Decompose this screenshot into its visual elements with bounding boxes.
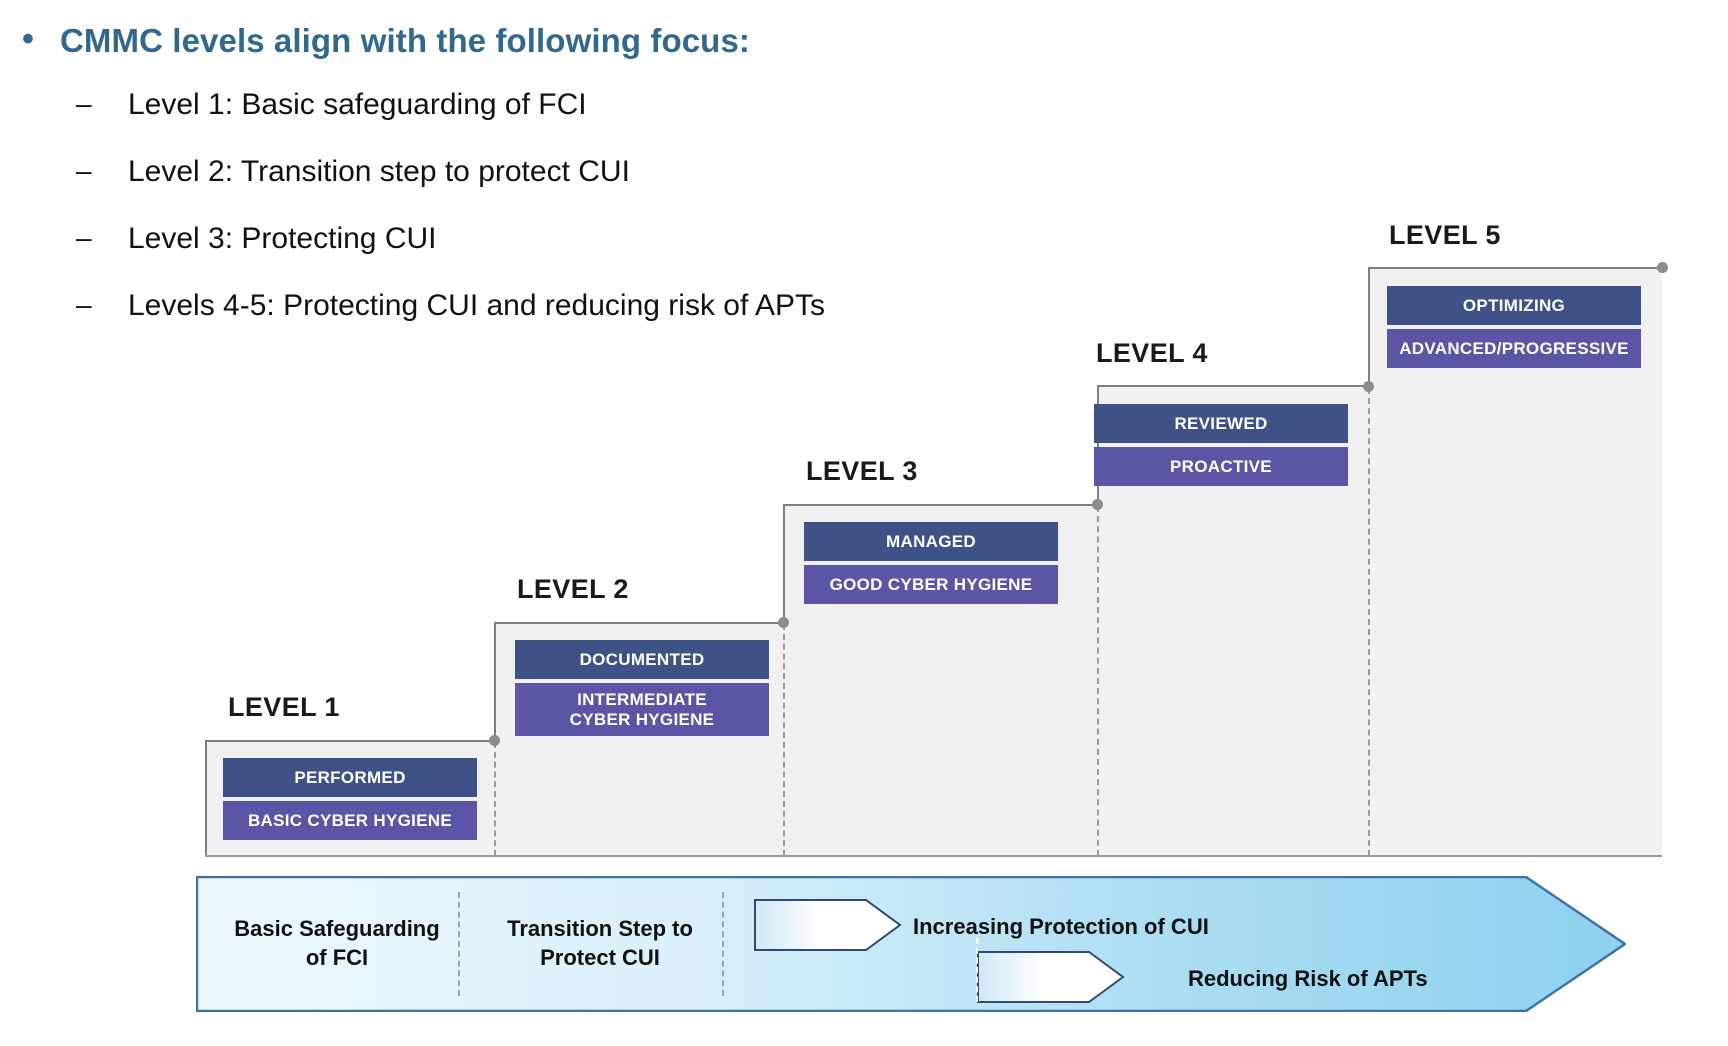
step-panel-level-3 [783,504,1099,856]
practice-bar-level-1: BASIC CYBER HYGIENE [223,801,477,840]
process-bar-level-1: PERFORMED [223,758,477,797]
practice-bar-level-5: ADVANCED/PROGRESSIVE [1387,329,1641,368]
sub-bullet-label-4: Levels 4-5: Protecting CUI and reducing … [128,289,826,322]
banner-cell-1: Basic Safeguarding of FCI [234,916,440,970]
process-bar-level-3: MANAGED [804,522,1058,561]
progression-banner: Basic Safeguarding of FCI Transition Ste… [196,876,1626,1012]
dash-marker-icon: – [76,155,92,186]
bullet-marker-icon: • [22,20,34,58]
column-divider-4-5 [1368,388,1370,856]
column-divider-3-4 [1097,506,1099,856]
sub-bullet-row-4: – Levels 4-5: Protecting CUI and reducin… [76,289,825,323]
level-label-5: LEVEL 5 [1389,220,1501,250]
practice-bar-level-3: GOOD CYBER HYGIENE [804,565,1058,604]
sub-bullet-label-2: Level 2: Transition step to protect CUI [128,155,630,188]
dash-marker-icon: – [76,289,92,320]
staircase-baseline [205,855,1662,857]
banner-cell-2: Transition Step to Protect CUI [507,916,693,970]
step-knob-5 [1657,262,1668,273]
sub-bullet-row-1: – Level 1: Basic safeguarding of FCI [76,88,587,122]
step-knob-1 [489,735,500,746]
banner-divider-1 [458,892,460,996]
banner-note-increasing-protection: Increasing Protection of CUI [913,914,1209,939]
page-title: CMMC levels align with the following foc… [60,22,750,59]
step-knob-3 [1092,499,1103,510]
banner-note-reducing-risk: Reducing Risk of APTs [1188,966,1428,991]
process-bar-level-4: REVIEWED [1094,404,1348,443]
banner-arrow-shape [196,876,1626,1012]
level-label-4: LEVEL 4 [1096,338,1208,368]
process-bar-level-5: OPTIMIZING [1387,286,1641,325]
sub-bullet-row-2: – Level 2: Transition step to protect CU… [76,155,630,189]
step-knob-2 [778,617,789,628]
level-label-1: LEVEL 1 [228,692,340,722]
sub-bullet-row-3: – Level 3: Protecting CUI [76,222,436,256]
column-divider-1-2 [494,742,496,856]
level-label-2: LEVEL 2 [517,574,629,604]
banner-divider-3 [976,938,978,1002]
banner-divider-2 [722,892,724,996]
sub-bullet-label-1: Level 1: Basic safeguarding of FCI [128,88,587,121]
practice-bar-level-4: PROACTIVE [1094,447,1348,486]
dash-marker-icon: – [76,88,92,119]
practice-bar-level-2: INTERMEDIATE CYBER HYGIENE [515,683,769,736]
level-label-3: LEVEL 3 [806,456,918,486]
process-bar-level-2: DOCUMENTED [515,640,769,679]
main-bullet-row: • CMMC levels align with the following f… [22,22,750,60]
dash-marker-icon: – [76,222,92,253]
sub-bullet-label-3: Level 3: Protecting CUI [128,222,437,255]
column-divider-2-3 [783,624,785,856]
step-knob-4 [1363,381,1374,392]
